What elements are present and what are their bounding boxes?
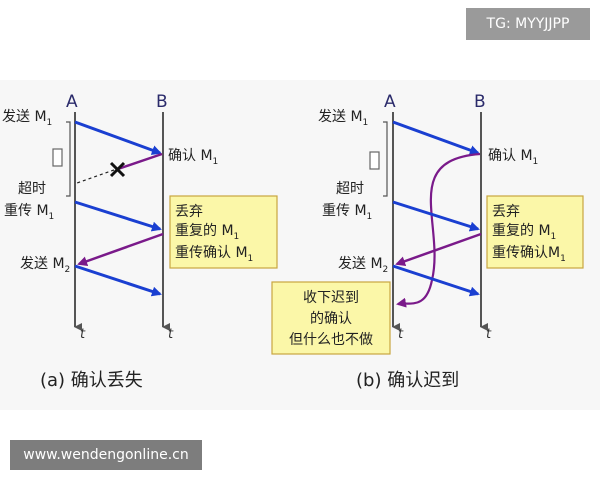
- timeout-bracket: [383, 121, 388, 197]
- host-a-label: A: [384, 92, 396, 112]
- timing-diagrams: A B t t 发送 M1 确认 M1 超时 重传 M1 丢弃 重复的 M1 重…: [2, 92, 584, 391]
- timer-icon: [369, 151, 380, 170]
- discard-note: 丢弃 重复的 M1 重传确认M1: [486, 195, 584, 269]
- send-m2-label: 发送 M2: [338, 256, 388, 275]
- svg-text:的确认: 的确认: [310, 311, 352, 327]
- svg-text:丢弃: 丢弃: [175, 204, 203, 220]
- tg-watermark: TG: MYYJJPP: [466, 8, 590, 40]
- lost-dashed: [76, 169, 115, 184]
- confirm-m1-label: 确认 M1: [488, 148, 538, 167]
- svg-text:重复的 M1: 重复的 M1: [492, 222, 556, 242]
- retransmit-m1-label: 重传 M1: [322, 203, 372, 222]
- timeout-label: 超时: [18, 181, 46, 197]
- m1-arrow: [392, 120, 480, 155]
- send-m2-label: 发送 M2: [20, 256, 70, 275]
- m2-arrow: [392, 264, 480, 297]
- confirm-m1-label: 确认 M1: [168, 148, 218, 167]
- host-a-label: A: [66, 92, 78, 112]
- svg-text:收下迟到: 收下迟到: [303, 290, 359, 306]
- ack-retransmit-arrow: [395, 232, 482, 267]
- retransmit-m1-label: 重传 M1: [4, 203, 54, 222]
- caption-b: (b) 确认迟到: [356, 370, 459, 391]
- svg-text:重传确认M1: 重传确认M1: [492, 245, 566, 264]
- time-label-b: t: [168, 327, 174, 342]
- time-label-a: t: [80, 327, 86, 342]
- timeout-bracket: [66, 121, 71, 197]
- svg-text:重传确认 M1: 重传确认 M1: [175, 245, 253, 264]
- m2-arrow: [74, 264, 162, 297]
- svg-text:但什么也不做: 但什么也不做: [289, 332, 373, 348]
- send-m1-label: 发送 M1: [2, 109, 52, 128]
- timeout-label: 超时: [336, 181, 364, 197]
- m1-arrow: [74, 120, 162, 155]
- ack-retransmit-arrow: [77, 232, 164, 267]
- m1-retransmit-arrow: [392, 200, 480, 232]
- send-m1-label: 发送 M1: [318, 109, 368, 128]
- svg-text:重复的 M1: 重复的 M1: [175, 222, 239, 242]
- late-ack-note: 收下迟到 的确认 但什么也不做: [271, 281, 391, 355]
- caption-a: (a) 确认丢失: [40, 370, 143, 391]
- m1-retransmit-arrow: [74, 200, 162, 232]
- panel-a: A B t t 发送 M1 确认 M1 超时 重传 M1 丢弃 重复的 M1 重…: [2, 92, 278, 391]
- panel-b: A B t t 发送 M1 确认 M1 超时 重传 M1 丢弃 重复的 M1 重…: [271, 92, 584, 391]
- lost-cross-icon: [109, 161, 126, 178]
- site-watermark: www.wendengonline.cn: [10, 440, 202, 470]
- host-b-label: B: [474, 92, 486, 112]
- host-b-label: B: [156, 92, 168, 112]
- late-ack-curve: [396, 152, 481, 308]
- time-label-b: t: [486, 327, 492, 342]
- timer-icon: [52, 148, 63, 167]
- ack-m1-lost-arrow: [117, 152, 163, 171]
- discard-note: 丢弃 重复的 M1 重传确认 M1: [169, 195, 278, 269]
- svg-text:丢弃: 丢弃: [492, 204, 520, 220]
- time-label-a: t: [398, 327, 404, 342]
